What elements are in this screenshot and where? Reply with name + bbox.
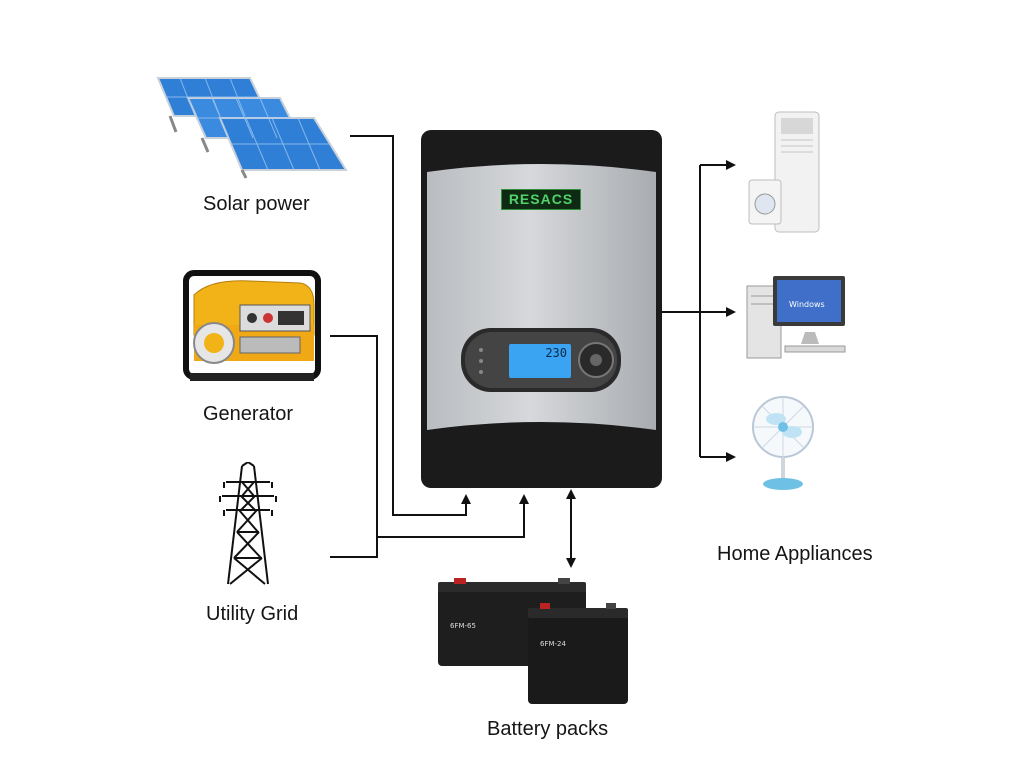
battery-large-model: 6FM-65 xyxy=(450,622,476,630)
computer-icon: Windows xyxy=(745,272,851,364)
battery-icon: 6FM-65 6FM-24 xyxy=(436,578,636,706)
fan-icon xyxy=(752,396,814,490)
inverter-display-value: 230 xyxy=(545,346,567,360)
computer-graphic xyxy=(746,276,846,359)
generator-wire xyxy=(330,335,378,557)
inverter-brand-logo: RESACS xyxy=(501,189,581,210)
battery-packs-graphic xyxy=(438,578,628,704)
grid-wire xyxy=(330,494,529,558)
inverter-icon: RESACS 230 xyxy=(421,130,662,488)
solar-wire xyxy=(350,135,471,516)
generator-icon xyxy=(183,270,321,381)
air-conditioner-icon xyxy=(748,111,820,233)
solar-panels-icon xyxy=(156,77,348,179)
power-tower-icon xyxy=(219,462,277,585)
inverter-body xyxy=(421,130,662,488)
battery-small-model: 6FM-24 xyxy=(540,640,566,648)
appliance-bus xyxy=(662,165,701,457)
appliances-label: Home Appliances xyxy=(717,543,873,565)
grid-label: Utility Grid xyxy=(206,603,299,625)
computer-screen-text: Windows xyxy=(789,300,825,309)
solar-label: Solar power xyxy=(203,193,310,215)
generator-label: Generator xyxy=(203,403,294,425)
battery-label: Battery packs xyxy=(487,718,609,740)
